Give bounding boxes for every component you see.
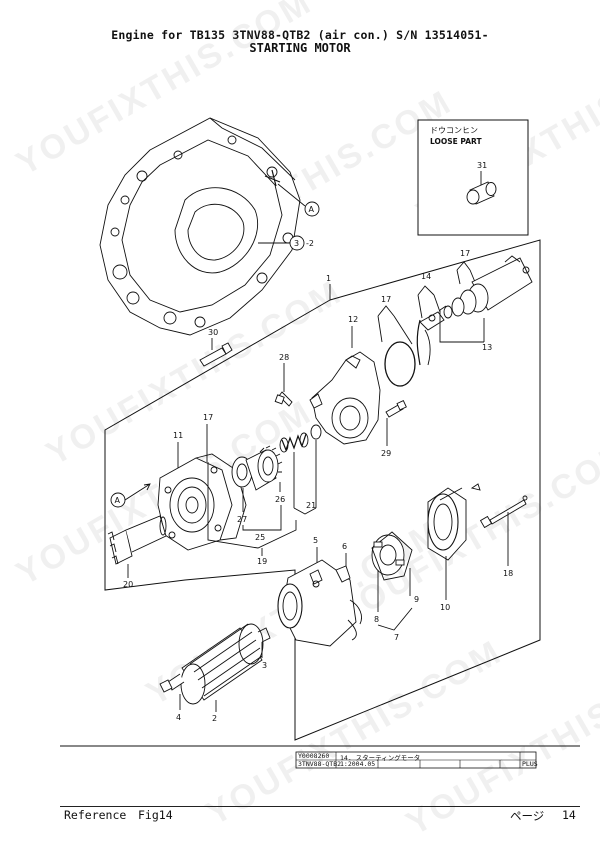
part-5-yoke: 5 6 [277, 536, 362, 647]
part-2-armature: 3 2 4 [159, 623, 271, 723]
flywheel-housing [99, 117, 306, 336]
part-12-drive-housing: 12 [309, 315, 381, 445]
svg-text:5: 5 [313, 536, 318, 545]
part-30-bolt: 30 [199, 328, 233, 367]
page-subtitle: STARTING MOTOR [249, 41, 351, 55]
title-block-desc: 14. スターティングモータ [340, 754, 421, 762]
svg-text:6: 6 [342, 542, 347, 551]
svg-text:28: 28 [279, 353, 289, 362]
svg-text:29: 29 [381, 449, 391, 458]
svg-text:3: 3 [294, 239, 299, 248]
svg-text:21: 21 [306, 501, 316, 510]
footer-fig-label: Fig14 [138, 808, 173, 822]
svg-text:26: 26 [275, 495, 285, 504]
svg-text:3: 3 [262, 661, 267, 670]
part-20-pinion-gear: 20 [107, 515, 167, 589]
part-21-spring-retainer: 21 [279, 424, 322, 515]
callout-3-2: 3 -2 [258, 235, 314, 251]
svg-text:17: 17 [460, 249, 470, 258]
footer-page-number: 14 [562, 808, 576, 822]
title-block-code: Y0008260 [298, 752, 330, 760]
part-29-bolt: 29 [381, 399, 407, 458]
part-19-bracket: 19 [207, 462, 297, 566]
svg-text:A: A [115, 496, 121, 505]
svg-text:2: 2 [212, 714, 217, 723]
svg-text:30: 30 [208, 328, 218, 337]
part-18-through-bolt: 18 [470, 483, 528, 578]
callout-a-left: A [110, 483, 151, 508]
footer-rule [60, 806, 580, 807]
svg-text:25: 25 [255, 533, 265, 542]
part-17-oring-upper: 17 [377, 295, 416, 387]
callout-31: 31 [477, 161, 487, 170]
loose-part-cap [466, 181, 497, 205]
svg-text:17: 17 [203, 413, 213, 422]
part-25-clutch-assembly: 27 26 25 [231, 445, 285, 542]
svg-text:-2: -2 [306, 239, 314, 248]
title-block-date: 1:2004.05 [340, 760, 376, 768]
assembly-boundary [104, 239, 541, 741]
callout-a-top: A [304, 201, 320, 217]
svg-text:8: 8 [374, 615, 379, 624]
svg-text:9: 9 [414, 595, 419, 604]
svg-text:17: 17 [381, 295, 391, 304]
svg-text:7: 7 [394, 633, 399, 642]
part-11-center-housing: 11 17 [157, 413, 247, 551]
callout-1: 1 [326, 274, 331, 283]
part-7-brush-holder: 8 9 7 [371, 531, 419, 642]
svg-text:A: A [309, 205, 315, 214]
svg-text:14: 14 [421, 272, 431, 281]
svg-text:13: 13 [482, 343, 492, 352]
title-block-model: 3TNV88-QTB2 [298, 760, 342, 768]
loose-part-jp-label: ドウコンヒン [430, 126, 478, 135]
footer-reference-label: Reference [64, 808, 127, 822]
svg-text:18: 18 [503, 569, 513, 578]
svg-text:27: 27 [237, 515, 247, 524]
svg-text:4: 4 [176, 713, 181, 722]
part-10-rear-cover: 10 [427, 487, 467, 612]
loose-part-en-label: LOOSE PART [430, 137, 482, 146]
svg-text:20: 20 [123, 580, 133, 589]
title-block [60, 745, 580, 769]
page-title: Engine for TB135 3TNV88-QTB2 (air con.) … [111, 28, 489, 42]
part-14-shift-lever: 14 [416, 272, 445, 366]
part-28-bolt: 28 [274, 353, 293, 407]
title-block-tag: PLUS [522, 760, 538, 768]
footer-page-label: ページ [510, 809, 545, 823]
svg-text:19: 19 [257, 557, 267, 566]
part-13-magnetic-switch: 17 13 [439, 249, 533, 352]
svg-text:11: 11 [173, 431, 183, 440]
svg-text:10: 10 [440, 603, 450, 612]
loose-part-box: ドウコンヒン LOOSE PART 31 [417, 119, 529, 236]
svg-text:12: 12 [348, 315, 358, 324]
